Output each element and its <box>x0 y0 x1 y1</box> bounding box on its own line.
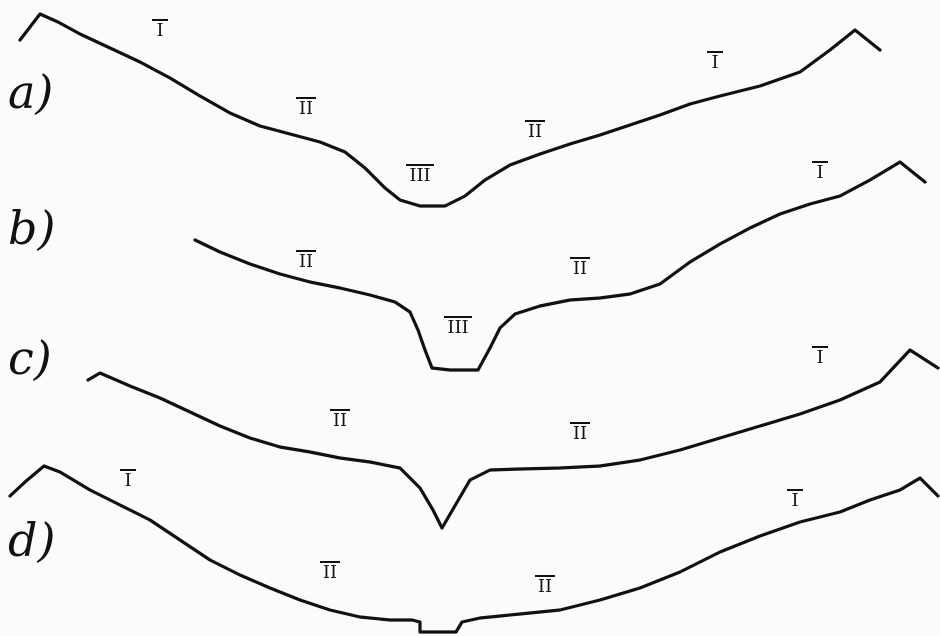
zone-label-d-4: I <box>791 490 798 511</box>
zone-label-a-4: II <box>528 121 542 142</box>
profile-label-d: d) <box>8 513 55 567</box>
zone-label-d-2: II <box>323 562 337 583</box>
zone-label-d-3: II <box>538 576 552 597</box>
profile-c-line <box>88 350 938 528</box>
profile-label-c: c) <box>8 331 52 385</box>
profile-a-line <box>20 14 880 206</box>
zone-label-a-3: III <box>409 165 430 186</box>
profile-label-b: b) <box>8 201 55 255</box>
zone-label-a-5: I <box>711 52 718 73</box>
zone-label-c-2: II <box>573 423 587 444</box>
profile-label-a: a) <box>8 65 53 119</box>
profile-a: a) I II III II I <box>8 14 880 206</box>
zone-label-a-2: II <box>299 98 313 119</box>
zone-label-a-1: I <box>156 20 163 41</box>
zone-label-b-4: I <box>816 162 823 183</box>
zone-label-b-3: II <box>573 258 587 279</box>
zone-label-b-2: III <box>447 317 468 338</box>
zone-label-d-1: I <box>124 470 131 491</box>
zone-label-c-3: I <box>816 347 823 368</box>
zone-label-c-1: II <box>333 410 347 431</box>
profile-d: d) I II II I <box>8 466 938 632</box>
zone-label-b-1: II <box>299 251 313 272</box>
